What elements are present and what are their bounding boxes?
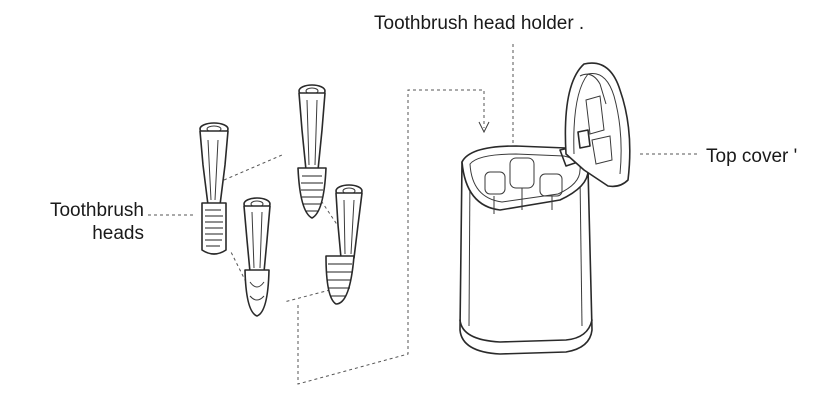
toothbrush-head-2 <box>298 85 326 218</box>
cover-label: Top cover ' <box>706 145 797 168</box>
heads-label-line-2: heads <box>12 222 144 245</box>
heads-label-line-1: Toothbrush <box>12 199 144 222</box>
heads-to-holder-line <box>298 90 484 384</box>
holder-cup <box>460 146 592 354</box>
toothbrush-head-3 <box>244 198 270 316</box>
toothbrush-head-1 <box>200 123 228 254</box>
heads-label: Toothbrush heads <box>12 199 144 245</box>
toothbrush-head-4 <box>326 185 362 304</box>
holder-label: Toothbrush head holder . <box>374 12 584 35</box>
